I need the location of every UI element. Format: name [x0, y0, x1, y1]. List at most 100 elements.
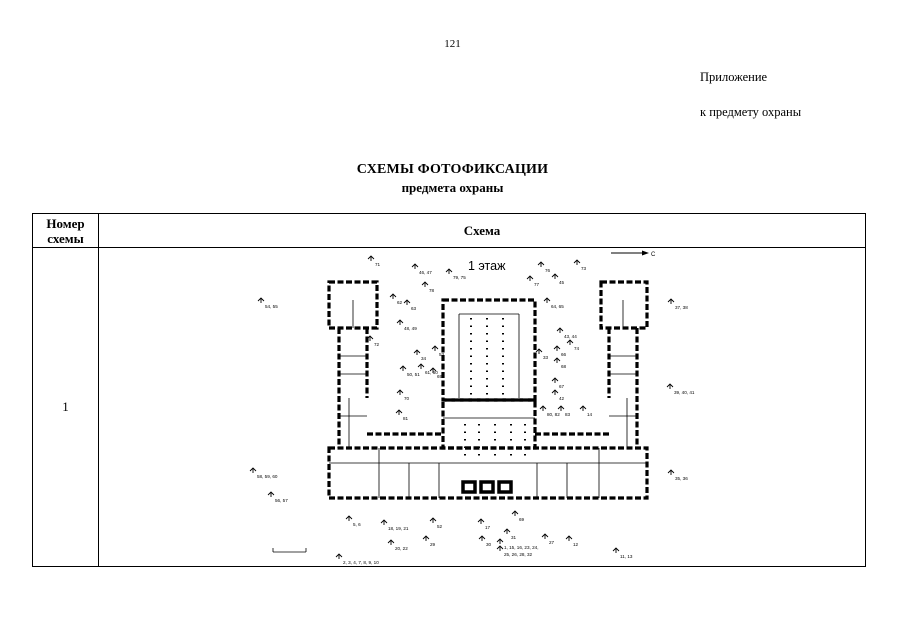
camera-angle-icon	[366, 335, 374, 341]
photo-point-label: 14	[587, 412, 593, 417]
camera-angle-icon	[387, 539, 395, 545]
camera-angle-icon	[537, 261, 545, 267]
camera-angle-icon	[535, 348, 543, 354]
photo-point-label: 30	[486, 542, 492, 547]
camera-angle-icon	[257, 297, 265, 303]
camera-angle-icon	[477, 518, 485, 524]
camera-angle-icon	[396, 319, 404, 325]
photo-point-label: 34	[421, 356, 427, 361]
scheme-number: 1	[32, 247, 99, 567]
floor-label: 1 этаж	[468, 259, 506, 273]
photo-point-label: 61, 60	[425, 370, 438, 375]
photo-point-label: 56, 57	[275, 498, 288, 503]
camera-angle-icon	[335, 553, 343, 559]
camera-angle-icon	[367, 255, 375, 261]
north-arrow-icon	[611, 250, 649, 256]
photo-point-label: 68	[561, 364, 567, 369]
camera-angle-icon	[421, 281, 429, 287]
camera-angle-icon	[422, 535, 430, 541]
camera-angle-icon	[551, 273, 559, 279]
photo-point-label: 52	[437, 524, 443, 529]
photo-point-label: 58, 59, 60	[257, 474, 278, 479]
camera-angle-icon	[579, 405, 587, 411]
camera-angle-icon	[380, 519, 388, 525]
photo-point-label: 77	[534, 282, 540, 287]
photo-point-label: 45	[559, 280, 565, 285]
photo-point-label: 35, 36	[675, 476, 688, 481]
appendix-label: Приложение	[700, 70, 768, 84]
photo-point-label: 12	[573, 542, 579, 547]
camera-angle-icon	[553, 357, 561, 363]
table-header-row: Номер схемы Схема	[32, 213, 866, 248]
camera-angle-icon	[541, 533, 549, 539]
camera-angle-icon	[526, 275, 534, 281]
photo-point-label: 66	[561, 352, 567, 357]
photo-point-label: 1, 15, 16, 23, 24,	[504, 545, 538, 550]
camera-angle-icon	[553, 345, 561, 351]
camera-angle-icon	[666, 383, 674, 389]
photo-point-label: 63	[411, 306, 417, 311]
camera-angle-icon	[556, 327, 564, 333]
camera-angle-icon	[396, 389, 404, 395]
schemes-table: Номер схемы Схема 1 С 1 этаж	[32, 213, 866, 567]
photo-point-label: 78	[429, 288, 435, 293]
camera-angle-icon	[496, 545, 504, 551]
camera-angle-icon	[399, 365, 407, 371]
camera-angle-icon	[249, 467, 257, 473]
camera-angle-icon	[431, 345, 439, 351]
photo-point-label: 53	[439, 352, 445, 357]
camera-angle-icon	[543, 297, 551, 303]
photo-point-label: 46, 47	[419, 270, 432, 275]
header-number-line1: Номер	[46, 215, 85, 231]
camera-angle-icon	[612, 547, 620, 553]
photo-point-label: 83	[565, 412, 571, 417]
camera-angle-icon	[503, 528, 511, 534]
camera-angle-icon	[565, 535, 573, 541]
photo-point-label: 37, 38	[675, 305, 688, 310]
scheme-cell: С 1 этаж	[98, 247, 866, 567]
header-scheme: Схема	[98, 213, 866, 248]
document-subtitle: предмета охраны	[401, 180, 504, 195]
photo-point-label: 80, 82	[547, 412, 560, 417]
photo-point-label: 70	[404, 396, 410, 401]
scale-bar	[272, 548, 307, 553]
photo-point-label: 42	[559, 396, 565, 401]
photo-point-label: 33	[543, 355, 549, 360]
camera-angle-icon	[667, 469, 675, 475]
photo-point-label: 76	[545, 268, 551, 273]
camera-angle-icon	[478, 535, 486, 541]
floor-plan: С 1 этаж	[249, 250, 695, 565]
photo-point-label: 11, 13	[620, 554, 633, 559]
photo-point-label: 54, 55	[265, 304, 278, 309]
camera-angle-icon	[445, 268, 453, 274]
camera-angle-icon	[573, 259, 581, 265]
camera-angle-icon	[417, 363, 425, 369]
camera-angle-icon	[566, 339, 574, 345]
camera-angle-icon	[557, 405, 565, 411]
photo-point-label: 69	[519, 517, 525, 522]
photo-point-label: 62	[397, 300, 403, 305]
compass-label: С	[651, 252, 656, 258]
camera-angle-icon	[539, 405, 547, 411]
photo-point-label: 50, 51	[407, 372, 420, 377]
photo-point-label: 31	[511, 535, 517, 540]
photo-point-label: 69	[437, 374, 443, 379]
photo-point-label: 39, 40, 41	[674, 390, 695, 395]
camera-angle-icon	[511, 510, 519, 516]
camera-angle-icon	[429, 367, 437, 373]
camera-angle-icon	[496, 538, 504, 544]
photo-point-label: 5, 6	[353, 522, 361, 527]
camera-angle-icon	[267, 491, 275, 497]
photo-point-label: 20, 22	[395, 546, 408, 551]
camera-angle-icon	[403, 299, 411, 305]
camera-angle-icon	[551, 377, 559, 383]
photo-point-label: 79, 75	[453, 275, 466, 280]
photo-point-label: 18, 19, 21	[388, 526, 409, 531]
photo-point-label: 25, 26, 28, 32	[504, 552, 533, 557]
photo-point-label: 29	[430, 542, 436, 547]
photo-point-label: 81	[403, 416, 409, 421]
camera-angle-icon	[667, 298, 675, 304]
page-number: 121	[444, 38, 461, 50]
photo-point-label: 48, 49	[404, 326, 417, 331]
